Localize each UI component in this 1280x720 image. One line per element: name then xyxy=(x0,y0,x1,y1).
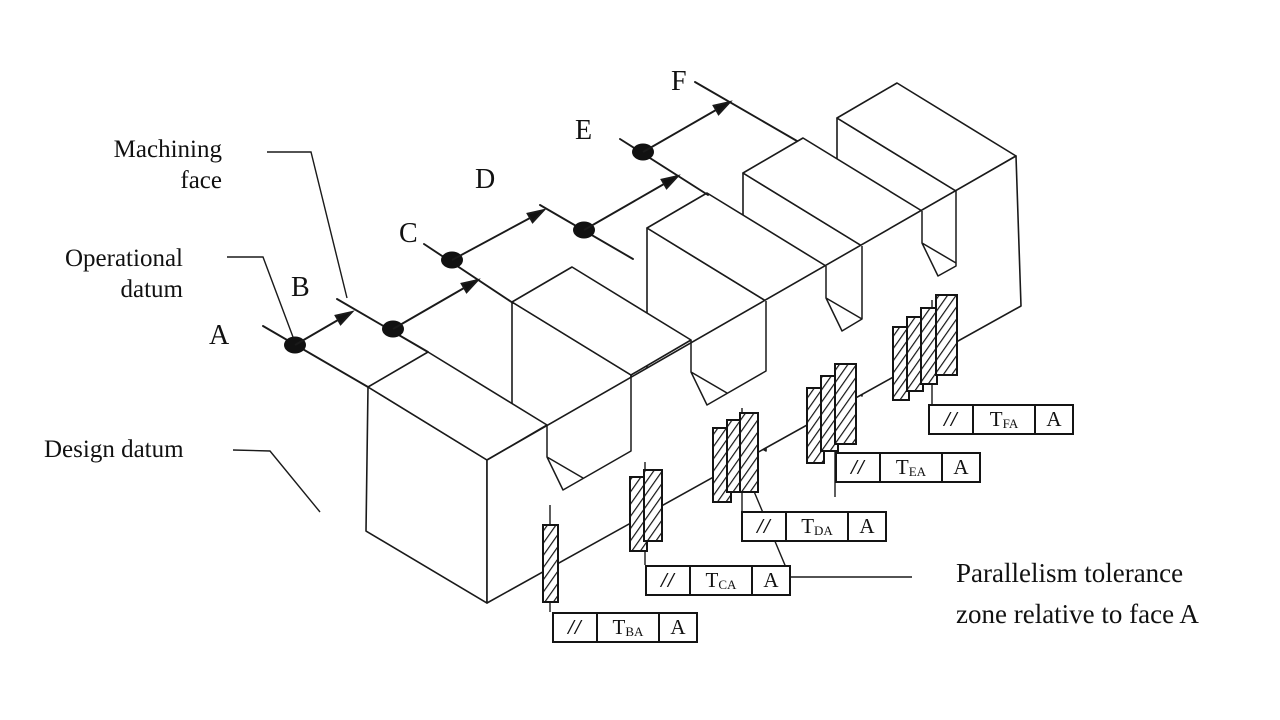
datum-label-f: F xyxy=(671,66,687,97)
datum-reference: A xyxy=(1034,404,1074,435)
label-operational-datum-line1: Operational xyxy=(64,245,183,272)
label-machining-face-line1: Machining xyxy=(113,136,222,163)
datum-label-e: E xyxy=(575,115,593,146)
label-machining-face: Machining face xyxy=(60,134,222,197)
label-parallelism-line2: zone relative to face A xyxy=(956,598,1199,629)
tolerance-letter: T xyxy=(612,615,626,639)
label-operational-datum: Operational datum xyxy=(20,243,183,306)
slot-notches xyxy=(546,191,957,491)
parallelism-symbol: // xyxy=(552,612,596,643)
label-parallelism-tolerance-zone: Parallelism tolerance zone relative to f… xyxy=(956,553,1199,634)
operational-datum-leader xyxy=(227,256,294,338)
parallelism-symbol: // xyxy=(928,404,972,435)
tolerance-subscript: DA xyxy=(814,523,833,538)
tolerance-letter: T xyxy=(895,455,909,479)
tolerance-letter: T xyxy=(989,407,1003,431)
datum-reference: A xyxy=(751,565,791,596)
tolerance-subscript: BA xyxy=(625,624,644,639)
label-operational-datum-line2: datum xyxy=(120,276,184,304)
label-parallelism-line1: Parallelism tolerance xyxy=(956,558,1184,588)
datum-reference: A xyxy=(847,511,887,542)
parallelism-symbol: // xyxy=(835,452,879,483)
tolerance-letter: T xyxy=(801,514,815,538)
label-design-datum: Design datum xyxy=(44,436,184,463)
part-outline xyxy=(365,82,1022,604)
parallelism-symbol: // xyxy=(741,511,785,542)
tolerance-letter: T xyxy=(705,568,719,592)
datum-label-c: C xyxy=(399,218,418,249)
datum-label-a: A xyxy=(209,320,230,351)
label-machining-face-line2: face xyxy=(180,167,222,195)
tolerance-subscript: EA xyxy=(908,464,927,479)
design-datum-leader xyxy=(232,449,321,513)
datum-reference: A xyxy=(658,612,698,643)
tolerance-subscript: FA xyxy=(1002,416,1019,431)
machining-face-leader xyxy=(267,151,348,299)
tolerance-zones xyxy=(542,294,958,603)
machining-arrows xyxy=(294,100,733,346)
parallelism-symbol: // xyxy=(645,565,689,596)
datum-label-d: D xyxy=(475,164,496,195)
tolerance-subscript: CA xyxy=(718,577,737,592)
datum-reference: A xyxy=(941,452,981,483)
datum-label-b: B xyxy=(291,272,310,303)
